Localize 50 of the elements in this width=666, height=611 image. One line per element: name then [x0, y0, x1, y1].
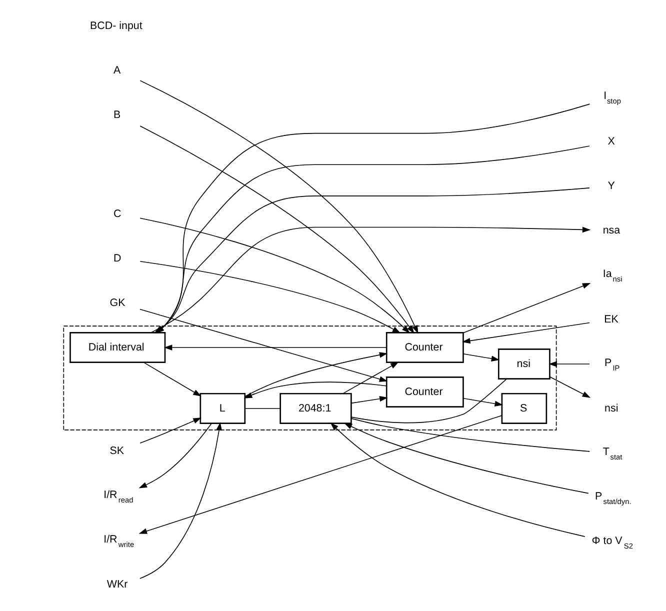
- node-text: Y: [607, 180, 614, 192]
- node-text: P$_{IP}$: [604, 356, 620, 372]
- arrow: [549, 376, 590, 398]
- arrow: [350, 396, 388, 404]
- arrow: [330, 422, 585, 537]
- node-text: Φ to V$_{S2}$: [591, 534, 632, 550]
- node-text: WKr: [106, 578, 128, 591]
- arrow: [244, 352, 388, 397]
- arrow: [138, 422, 222, 579]
- arrow: [462, 353, 500, 362]
- node-text: D: [113, 252, 121, 264]
- node-text: I/R$_{read}$: [103, 488, 133, 504]
- node-text: EK: [604, 313, 618, 326]
- arrow: [139, 418, 201, 444]
- node-text: A: [113, 64, 120, 77]
- arrow: [462, 322, 590, 344]
- node-text: nsa: [602, 224, 620, 236]
- node-text: B: [113, 108, 120, 121]
- arrow: [138, 415, 502, 534]
- node-text: T$_{stat}$: [602, 446, 622, 462]
- arrow: [139, 308, 388, 382]
- node-box: Counter: [385, 376, 464, 408]
- label: BCD- input: [90, 20, 142, 32]
- connector: [350, 418, 590, 452]
- node-box: S: [500, 392, 547, 424]
- node-box: Counter: [385, 332, 464, 363]
- node-box: L: [199, 392, 246, 424]
- node-text: C: [113, 208, 121, 220]
- arrow: [462, 398, 503, 407]
- node-box: nsi: [497, 348, 550, 380]
- arrow: [343, 422, 588, 494]
- arrow: [243, 382, 386, 398]
- arrow: [342, 362, 398, 394]
- arrow: [462, 283, 590, 334]
- node-text: I/R$_{write}$: [103, 533, 134, 549]
- arrow: [163, 344, 386, 350]
- node-text: I$_{stop}$: [603, 90, 620, 106]
- node-text: nsi: [604, 402, 618, 414]
- arrow: [142, 362, 201, 396]
- node-text: SK: [109, 445, 124, 458]
- node-box: 2048:1: [279, 392, 352, 424]
- node-text: Ia$_{nsi}$: [602, 268, 622, 284]
- connector: [350, 378, 507, 424]
- arrow: [548, 361, 590, 367]
- node-box: Dial interval: [69, 332, 166, 363]
- node-text: GK: [109, 296, 125, 309]
- node-text: P$_{stat/dyn.}$: [594, 490, 631, 506]
- node-text: X: [607, 135, 614, 148]
- arrow: [138, 423, 212, 488]
- connector: [244, 408, 280, 409]
